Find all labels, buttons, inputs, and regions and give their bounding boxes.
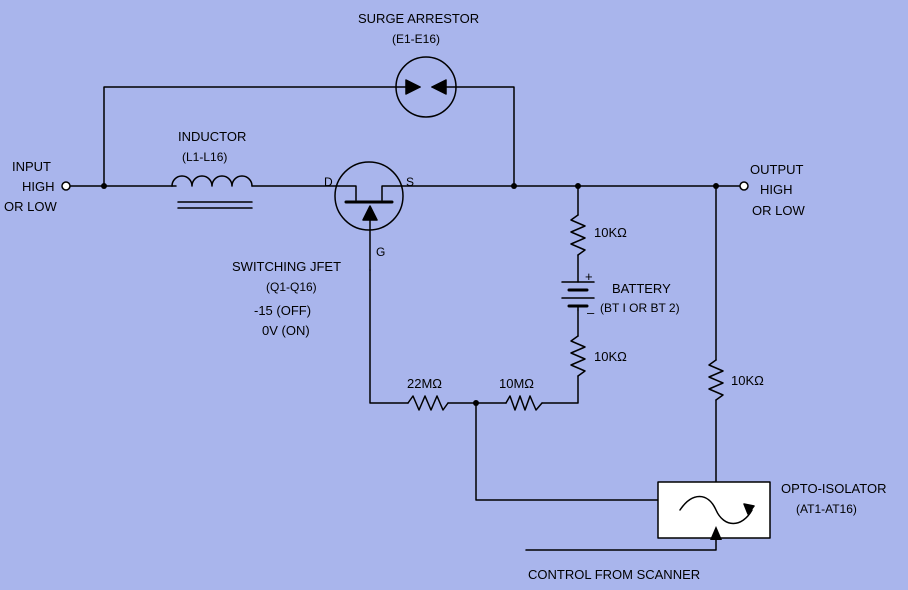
junction-dots xyxy=(101,183,719,406)
jfet-symbol xyxy=(334,161,404,271)
jfet-state-on: 0V (ON) xyxy=(262,323,310,338)
jfet-state-off: -15 (OFF) xyxy=(254,303,312,318)
input-label-3: OR LOW xyxy=(4,199,57,214)
output-terminal xyxy=(739,181,749,191)
jfet-pin-g: G xyxy=(376,245,386,259)
jfet-ref: (Q1-Q16) xyxy=(266,280,317,294)
inductor-symbol xyxy=(171,175,253,209)
resistor-right-label: 10KΩ xyxy=(731,373,764,388)
inductor-title: INDUCTOR xyxy=(178,129,247,144)
resistor-mid-label: 10KΩ xyxy=(594,349,627,364)
jfet-title: SWITCHING JFET xyxy=(232,259,342,274)
battery-symbol xyxy=(561,281,595,311)
input-terminal xyxy=(61,181,71,191)
opto-ref: (AT1-AT16) xyxy=(796,502,857,516)
battery-title: BATTERY xyxy=(612,281,671,296)
control-arrow xyxy=(710,526,722,540)
resistor-top-label: 10KΩ xyxy=(594,225,627,240)
output-label-2: HIGH xyxy=(760,182,793,197)
opto-isolator-symbol xyxy=(657,481,771,539)
control-label: CONTROL FROM SCANNER xyxy=(528,567,701,582)
output-label-1: OUTPUT xyxy=(750,162,804,177)
jfet-pin-s: S xyxy=(406,175,415,189)
surge-arrestor-ref: (E1-E16) xyxy=(392,32,441,46)
wires xyxy=(69,86,741,551)
surge-arrestor-title: SURGE ARRESTOR xyxy=(358,11,480,26)
input-label-2: HIGH xyxy=(22,179,55,194)
inductor-ref: (L1-L16) xyxy=(182,150,228,164)
output-label-3: OR LOW xyxy=(752,203,805,218)
battery-minus: – xyxy=(587,305,595,320)
battery-plus: + xyxy=(585,269,593,284)
surge-arrestor-symbol xyxy=(395,56,457,118)
resistor-22m-label: 22MΩ xyxy=(407,376,443,391)
resistor-10m-label: 10MΩ xyxy=(499,376,535,391)
opto-title: OPTO-ISOLATOR xyxy=(781,481,887,496)
battery-ref: (BT I OR BT 2) xyxy=(600,301,680,315)
jfet-pin-d: D xyxy=(324,175,333,189)
input-label-1: INPUT xyxy=(12,159,51,174)
resistor-symbols xyxy=(407,214,724,411)
